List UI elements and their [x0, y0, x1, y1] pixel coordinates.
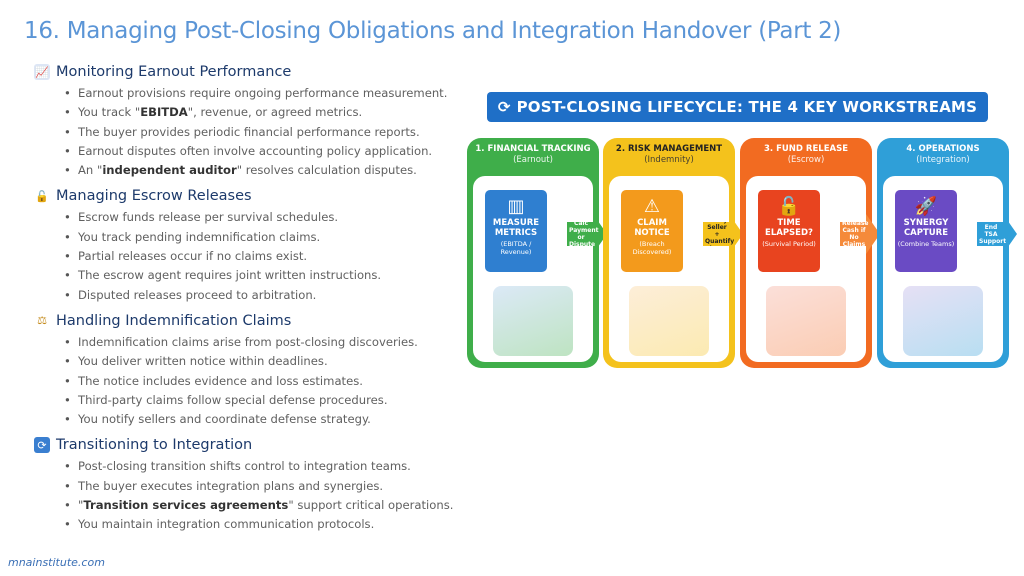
workstream-panel: 4. OPERATIONS (Integration) 🚀 SYNERGY CA… [877, 138, 1017, 368]
step-icon: 🚀 [914, 196, 938, 217]
bullet-item: The escrow agent requires joint written … [64, 266, 474, 286]
next-step-arrow: End TSA Support [977, 214, 1017, 254]
bullet-item: Partial releases occur if no claims exis… [64, 247, 474, 267]
bullet-item: Disputed releases proceed to arbitration… [64, 286, 474, 306]
illustration [493, 286, 573, 356]
step-icon: ▥ [507, 196, 525, 217]
unlocked-icon: 🔓 [34, 188, 50, 205]
section: 📈Monitoring Earnout PerformanceEarnout p… [34, 60, 474, 181]
bullet-item: You maintain integration communication p… [64, 515, 474, 535]
bullet-item: You notify sellers and coordinate defens… [64, 410, 474, 430]
infographic-banner: ⟳POST-CLOSING LIFECYCLE: THE 4 KEY WORKS… [487, 92, 988, 122]
illustration [629, 286, 709, 356]
bullet-item: You deliver written notice within deadli… [64, 352, 474, 372]
section: ⟳Transitioning to IntegrationPost-closin… [34, 433, 474, 535]
bullet-item: Escrow funds release per survival schedu… [64, 208, 474, 228]
bullet-item: Post-closing transition shifts control t… [64, 457, 474, 477]
bullet-item: Third-party claims follow special defens… [64, 391, 474, 411]
workstream-panel: 3. FUND RELEASE (Escrow) 🔓 TIME ELAPSED?… [740, 138, 880, 368]
section: ⚖Handling Indemnification ClaimsIndemnif… [34, 309, 474, 430]
section-heading: 📈Monitoring Earnout Performance [34, 64, 292, 80]
step-card: ⚠ CLAIM NOTICE (Breach Discovered) [621, 190, 683, 272]
bullet-sections: 📈Monitoring Earnout PerformanceEarnout p… [34, 60, 474, 539]
bullet-item: You track pending indemnification claims… [64, 228, 474, 248]
bullet-item: Earnout provisions require ongoing perfo… [64, 84, 474, 104]
bullet-item: You track "EBITDA", revenue, or agreed m… [64, 103, 474, 123]
balance-scale-icon: ⚖ [34, 312, 50, 329]
step-card: 🔓 TIME ELAPSED? (Survival Period) [758, 190, 820, 272]
workstream-panel: 2. RISK MANAGEMENT (Indemnity) ⚠ CLAIM N… [603, 138, 743, 368]
next-step-arrow: Notify Seller + Quantify Loss [703, 214, 743, 254]
chart-increasing-icon: 📈 [34, 64, 50, 80]
workstream-panel: 1. FINANCIAL TRACKING (Earnout) ▥ MEASUR… [467, 138, 607, 368]
refresh-icon: ⟳ [497, 98, 511, 116]
bullet-item: The notice includes evidence and loss es… [64, 372, 474, 392]
cycle-arrows-icon: ⟳ [34, 437, 50, 454]
illustration [903, 286, 983, 356]
bullet-item: The buyer executes integration plans and… [64, 477, 474, 497]
step-icon: ⚠ [643, 196, 661, 217]
slide-title: 16. Managing Post-Closing Obligations an… [24, 18, 842, 44]
section-heading: 🔓Managing Escrow Releases [34, 188, 252, 205]
footer-url: mnainstitute.com [8, 556, 105, 569]
step-card: ▥ MEASURE METRICS (EBITDA / Revenue) [485, 190, 547, 272]
section: 🔓Managing Escrow ReleasesEscrow funds re… [34, 184, 474, 306]
step-card: 🚀 SYNERGY CAPTURE (Combine Teams) [895, 190, 957, 272]
section-heading: ⚖Handling Indemnification Claims [34, 309, 474, 333]
bullet-item: Indemnification claims arise from post-c… [64, 333, 474, 353]
bullet-item: Earnout disputes often involve accountin… [64, 142, 474, 162]
bullet-item: "Transition services agreements" support… [64, 496, 474, 516]
next-step-arrow: Calc Payment or Dispute [567, 214, 607, 254]
step-icon: 🔓 [777, 196, 801, 217]
section-heading: ⟳Transitioning to Integration [34, 433, 474, 457]
bullet-item: The buyer provides periodic financial pe… [64, 123, 474, 143]
bullet-item: An "independent auditor" resolves calcul… [64, 161, 474, 181]
next-step-arrow: Release Cash if No Claims [840, 214, 880, 254]
illustration [766, 286, 846, 356]
